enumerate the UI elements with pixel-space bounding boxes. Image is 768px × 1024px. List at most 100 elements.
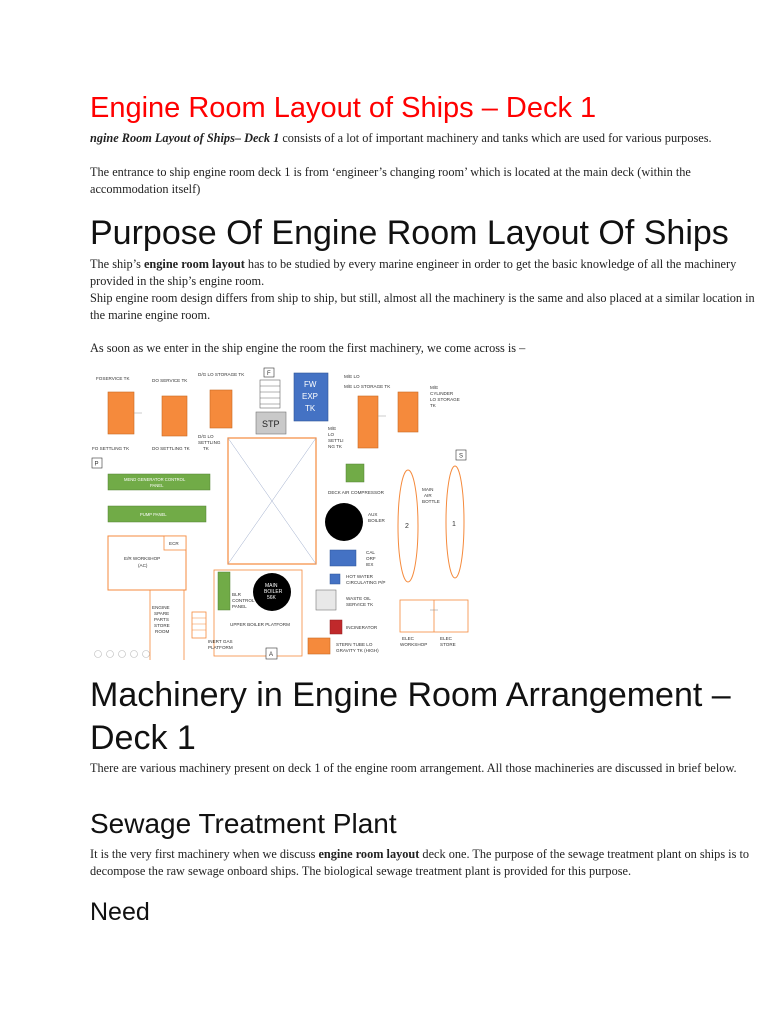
me-lo-storage-label-2: M/E LO STORAGE TK [344, 384, 391, 389]
dg-lo-settling-tk-label-3: TK [203, 446, 210, 451]
main-boiler [253, 573, 291, 611]
dg-lo-settling-tk-label-1: D/G LO [198, 434, 214, 439]
spare-room-label-4: STORE [154, 623, 170, 628]
deck-air-compressor [345, 463, 365, 483]
purpose-p1-pre: The ship’s [90, 257, 144, 271]
p-marker [91, 457, 103, 469]
p-marker-label: P [95, 462, 99, 468]
spare-room-label-3: PARTS [154, 617, 169, 622]
purpose-heading: Purpose Of Engine Room Layout Of Ships [90, 214, 729, 252]
me-lo-storage-tank [357, 395, 379, 449]
aux-boiler-label-2: BOILER [368, 518, 386, 523]
me-cyl-label-1: M/E [430, 385, 438, 390]
main-boiler-label-3: 56K [267, 595, 277, 601]
bottle-1-label: 1 [452, 521, 456, 528]
intro-emphasis: ngine Room Layout of Ships– Deck 1 [90, 131, 280, 145]
stp-p1-pre: It is the very first machinery when we d… [90, 847, 319, 861]
machinery-heading-line-1: Machinery in Engine Room Arrangement – [90, 676, 731, 714]
me-cyl-label-2: CYLINDER [430, 391, 454, 396]
fo-service-tk-label: FOSERVICE TK [96, 376, 130, 381]
intro-paragraph-2: The entrance to ship engine room deck 1 … [90, 165, 691, 196]
stp-label: STP [262, 419, 280, 429]
aux-boiler [325, 503, 363, 541]
intro-paragraph-1: ngine Room Layout of Ships– Deck 1 consi… [90, 130, 766, 147]
waste-oil-label-2: SERVICE TK [346, 602, 374, 607]
ecr-label: ECR [169, 541, 179, 546]
me-lo-storage-label-1: M/E LO [344, 374, 360, 379]
a-marker [265, 647, 278, 660]
stp-unit [255, 411, 287, 435]
do-service-tank [161, 395, 188, 437]
hot-water-label-2: CIRCULATING P/P [346, 580, 385, 585]
do-settling-tk-label: DO SETTLING TK [152, 446, 191, 451]
do-service-tk-label: DO SERVICE TK [152, 378, 188, 383]
inert-gas-label-1: INERT GAS [208, 639, 233, 644]
stp-p1-post: deck one. The purpose of the sewage trea… [90, 847, 750, 878]
me-lo-settling-label-2: LO [328, 432, 335, 437]
er-workshop-label-1: E/R WORKSHOP [124, 556, 160, 561]
aux-boiler-label-1: AUX [368, 512, 377, 517]
gen-control-panel [107, 473, 211, 491]
stern-tube-label-2: GRAVITY TK (HIGH) [336, 648, 379, 653]
purpose-paragraph-2: Ship engine room design differs from shi… [90, 291, 755, 322]
s-marker-label: S [459, 454, 463, 460]
layout-svg: FOSERVICE TK FO SETTLING TK DO SERVICE T… [91, 367, 469, 660]
a-marker-label: A [269, 652, 273, 658]
bottle-2-label: 2 [405, 523, 409, 530]
main-air-bottle-label-3: BOTTLE [422, 499, 440, 504]
dg-lo-storage-tk-label: D/G LO STORAGE TK [198, 372, 245, 377]
me-lo-settling-label-3: SETTLI [328, 438, 344, 443]
fw-exp-tk-label-2: EXP [302, 392, 318, 401]
f-marker [263, 367, 275, 378]
pump-panel [107, 505, 207, 523]
main-air-bottle-label-1: MAIN [422, 487, 433, 492]
purpose-p1-bold: engine room layout [143, 257, 245, 271]
ecr-room [163, 535, 187, 551]
gen-control-panel-label-2: PANEL [150, 483, 164, 488]
cal-orf-label-1: CAL [366, 550, 375, 555]
me-cyl-label-4: TK [430, 403, 437, 408]
stp-p1-bold: engine room layout [318, 847, 420, 861]
me-lo-settling-label-4: NG TK [328, 444, 343, 449]
blr-control-label-1: BLR [232, 592, 242, 597]
cal-orf-unit [329, 549, 357, 567]
machinery-heading-line-2: Deck 1 [90, 719, 196, 757]
blr-control-label-2: CONTROL [232, 598, 255, 603]
fw-exp-tk-label-1: FW [304, 380, 317, 389]
purpose-p1-post: has to be studied by every marine engine… [90, 257, 737, 288]
stern-tube-label-1: STERN TUBE LO [336, 642, 373, 647]
purpose-paragraph-3: As soon as we enter in the ship engine t… [90, 341, 526, 355]
main-air-bottle-label-2: AIR [424, 493, 432, 498]
fw-exp-tank [293, 372, 329, 422]
s-marker [455, 449, 467, 461]
spare-room-label-5: ROOM [155, 629, 169, 634]
dg-lo-storage-tank [209, 389, 233, 429]
elec-workshop-label-1: ELEC [402, 636, 415, 641]
waste-oil-label-1: WASTE OIL [346, 596, 371, 601]
er-workshop-label-2: (AC) [138, 563, 148, 568]
dg-lo-settling-tk-label-2: SETTLING [198, 440, 221, 445]
stern-tube-tank [307, 637, 331, 655]
me-cyl-label-3: LO STORAGE [430, 397, 460, 402]
waste-oil-tank [315, 589, 337, 611]
spare-room-label-1: ENGINE [152, 605, 170, 610]
fo-service-tank [107, 391, 135, 435]
pump-panel-label: PUMP PANEL [140, 512, 167, 517]
upper-boiler-platform-label: UPPER BOILER PLATFORM [230, 622, 290, 627]
page-title: Engine Room Layout of Ships – Deck 1 [90, 92, 597, 124]
fw-exp-tk-label-3: TK [305, 404, 316, 413]
cal-orf-label-3: IEX [366, 562, 373, 567]
machinery-paragraph: There are various machinery present on d… [90, 761, 737, 775]
purpose-paragraph-1: The ship’s engine room layout has to be … [90, 256, 766, 289]
elec-workshop-label-2: WORKSHOP [400, 642, 427, 647]
fo-settling-tk-label: FO SETTLING TK [92, 446, 130, 451]
intro-line1-text: consists of a lot of important machinery… [279, 131, 712, 145]
inert-gas-label-2: PLATFORM [208, 645, 233, 650]
me-cyl-lo-storage-tank [397, 391, 419, 433]
stp-paragraph: It is the very first machinery when we d… [90, 846, 766, 879]
hot-water-label-1: HOT WATER [346, 574, 374, 579]
elec-store-label-2: STORE [440, 642, 456, 647]
engine-room-layout-diagram: FOSERVICE TK FO SETTLING TK DO SERVICE T… [90, 364, 470, 660]
main-air-bottle-1 [445, 465, 465, 579]
